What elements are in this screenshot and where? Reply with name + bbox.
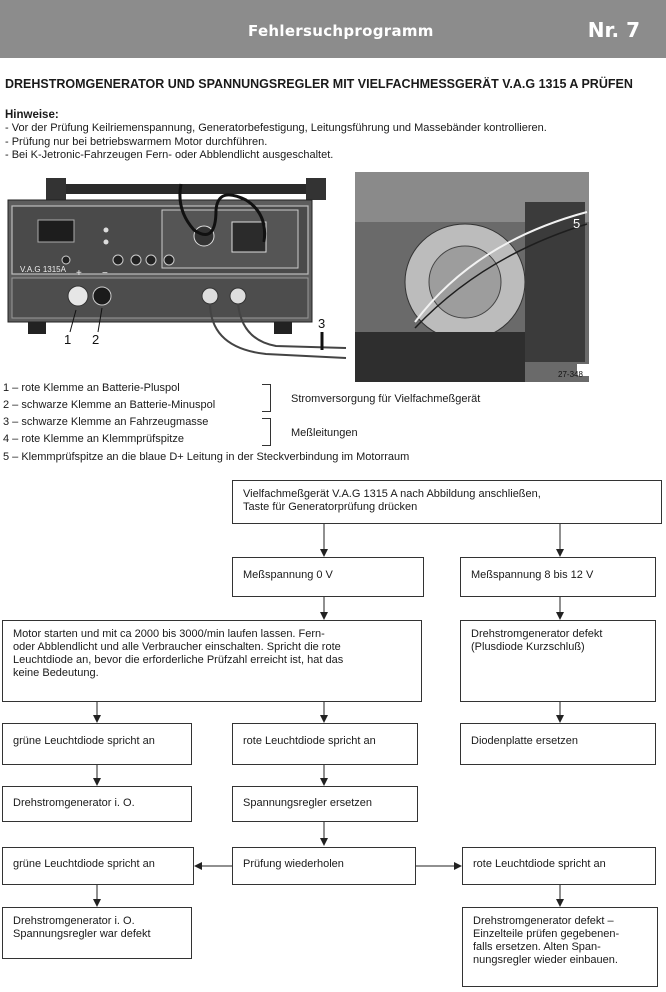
legend-brace-power (262, 384, 271, 412)
legend-group-leads: Meßleitungen (291, 427, 358, 439)
flow-pruefung-wiederholen: Prüfung wiederholen (232, 847, 416, 885)
figure-id: 27-348 (558, 370, 583, 379)
terminal-minus-label: − (102, 268, 108, 279)
terminal-plus-label: + (76, 268, 82, 279)
device-label: V.A.G 1315A (20, 265, 67, 274)
flow-gen-defekt2-line: falls ersetzen. Alten Span- (473, 941, 601, 953)
flow-regler-ersetzen: Spannungsregler ersetzen (232, 786, 418, 822)
flow-generator-defekt-plus: Drehstromgenerator defekt (Plusdiode Kur… (460, 620, 656, 702)
flow-motor-line: Motor starten und mit ca 2000 bis 3000/m… (13, 628, 325, 640)
flow-gen-defekt2-line: Einzelteile prüfen gegebenen- (473, 928, 620, 940)
flow-green-led-2: grüne Leuchtdiode spricht an (2, 847, 194, 885)
legend-brace-leads (262, 418, 271, 446)
multimeter-photo: V.A.G 1315A + − 1 2 3 (7, 178, 347, 359)
flow-green-led-1: grüne Leuchtdiode spricht an (2, 723, 192, 765)
hinweise-list: - Vor der Prüfung Keilriemenspannung, Ge… (5, 122, 547, 163)
flow-volt-8-12: Meßspannung 8 bis 12 V (460, 557, 656, 597)
flow-gen-io-line: Drehstromgenerator i. O. (13, 915, 135, 927)
flow-gen-io-line: Spannungsregler war defekt (13, 928, 151, 940)
flow-motor-line: keine Bedeutung. (13, 667, 99, 679)
flow-gen-defekt-line: Drehstromgenerator defekt (471, 628, 603, 640)
flow-start-line: Vielfachmeßgerät V.A.G 1315 A nach Abbil… (243, 488, 541, 500)
flow-gen-defekt-line: (Plusdiode Kurzschluß) (471, 641, 585, 653)
flow-start: Vielfachmeßgerät V.A.G 1315 A nach Abbil… (232, 480, 662, 524)
header-bar: Fehlersuchprogramm Nr. 7 (0, 0, 666, 58)
section-heading: DREHSTROMGENERATOR UND SPANNUNGSREGLER M… (5, 77, 633, 91)
hinweis-item: - Bei K-Jetronic-Fahrzeugen Fern- oder A… (5, 149, 334, 161)
callout-2: 2 (92, 332, 99, 347)
flow-red-led-2: rote Leuchtdiode spricht an (462, 847, 656, 885)
hinweis-item: - Prüfung nur bei betriebswarmem Motor d… (5, 135, 268, 148)
legend-group-power: Stromversorgung für Vielfachmeßgerät (291, 393, 481, 405)
flow-generator-io-2: Drehstromgenerator i. O. Spannungsregler… (2, 907, 192, 959)
flow-red-led-1: rote Leuchtdiode spricht an (232, 723, 418, 765)
hinweise-title: Hinweise: (5, 109, 59, 121)
callout-5: 5 (573, 216, 580, 231)
legend-item-3: 3 – schwarze Klemme an Fahrzeugmasse (3, 416, 209, 428)
legend-item-2: 2 – schwarze Klemme an Batterie-Minuspol (3, 399, 216, 411)
flow-volt-0: Meßspannung 0 V (232, 557, 424, 597)
hinweis-item: - Vor der Prüfung Keilriemenspannung, Ge… (5, 122, 547, 134)
legend-item-4: 4 – rote Klemme an Klemmprüfspitze (3, 433, 184, 445)
flow-diodenplatte: Diodenplatte ersetzen (460, 723, 656, 765)
engine-bay-photo: 27-348 5 (355, 172, 589, 382)
flow-motor-start: Motor starten und mit ca 2000 bis 3000/m… (2, 620, 422, 702)
page-number: Nr. 7 (587, 18, 640, 42)
legend-item-5: 5 – Klemmprüfspitze an die blaue D+ Leit… (3, 451, 410, 463)
callout-1: 1 (64, 332, 71, 347)
page-title: Fehlersuchprogramm (248, 22, 434, 40)
flow-start-line: Taste für Generatorprüfung drücken (243, 501, 418, 513)
flow-generator-defekt-2: Drehstromgenerator defekt – Einzelteile … (462, 907, 658, 987)
flow-gen-defekt2-line: nungsregler wieder einbauen. (473, 954, 618, 966)
callout-3: 3 (318, 316, 325, 331)
flow-motor-line: Leuchtdiode an, bevor die erforderliche … (13, 654, 344, 666)
legend-item-1: 1 – rote Klemme an Batterie-Pluspol (3, 382, 180, 394)
flow-motor-line: oder Abblendlicht und alle Verbraucher e… (13, 641, 341, 653)
flow-generator-io-1: Drehstromgenerator i. O. (2, 786, 192, 822)
flow-gen-defekt2-line: Drehstromgenerator defekt – (473, 915, 614, 927)
